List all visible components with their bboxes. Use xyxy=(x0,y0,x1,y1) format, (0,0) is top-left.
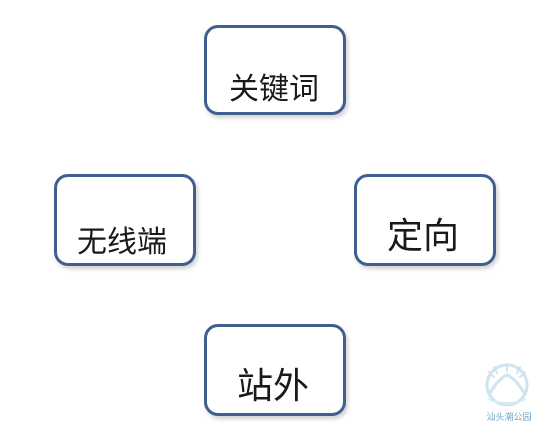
node-offsite-label: 站外 xyxy=(237,366,310,407)
node-mobile-label: 无线端 xyxy=(77,225,167,260)
node-keyword-label: 关键词 xyxy=(229,72,319,107)
node-mobile: 无线端 xyxy=(54,174,196,266)
watermark-text: 汕头潮公园 xyxy=(486,413,532,423)
node-targeting-label: 定向 xyxy=(387,216,460,257)
node-targeting: 定向 xyxy=(354,174,496,266)
node-offsite: 站外 xyxy=(204,324,346,416)
node-keyword: 关键词 xyxy=(204,25,346,115)
park-logo-icon xyxy=(485,363,529,407)
